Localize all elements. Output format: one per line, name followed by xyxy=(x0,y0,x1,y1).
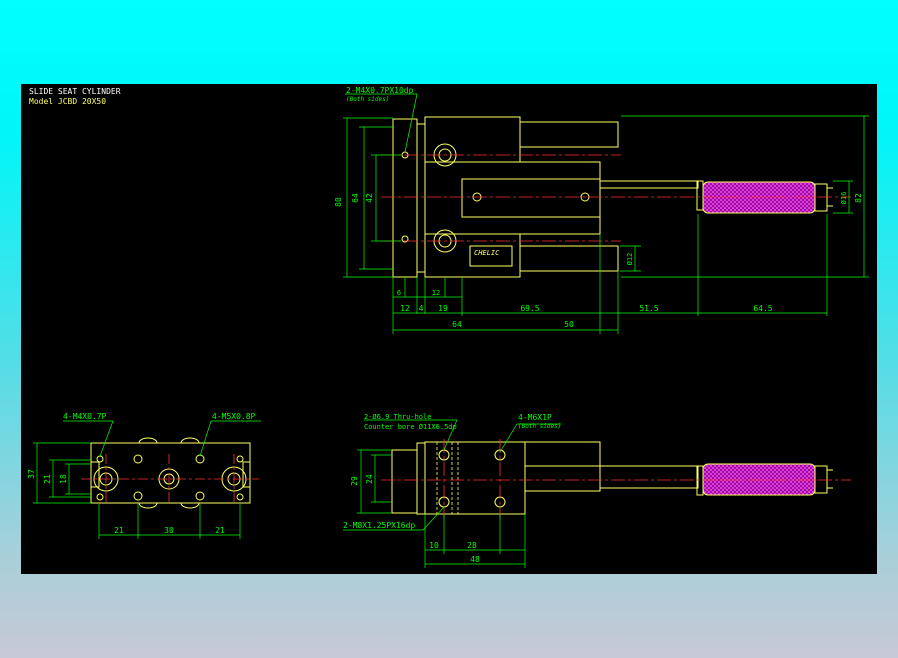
drawing-title: SLIDE SEAT CYLINDER xyxy=(29,87,121,96)
top-view-nut xyxy=(814,183,828,212)
dim-end-21b: 21 xyxy=(215,526,225,535)
top-view-lower-rod xyxy=(519,245,619,272)
end-view-callout-right: 4-M5X0.8P xyxy=(212,412,256,421)
dim-top-19: 19 xyxy=(438,304,448,313)
top-view-end-plate xyxy=(392,118,418,278)
dim-top-69-5: 69.5 xyxy=(520,304,539,313)
drawing-sheet: SLIDE SEAT CYLINDER Model JCBD 20X50 CHE… xyxy=(21,84,877,574)
side-view-centerlines xyxy=(381,439,851,519)
dim-top-12b: 12 xyxy=(432,289,440,297)
dim-top-12a: 12 xyxy=(400,304,410,313)
side-view-callout-thru: 2-Ø6.9 Thru-hole xyxy=(364,413,431,421)
dim-end-18: 18 xyxy=(59,474,68,484)
dim-top-64-total: 64 xyxy=(452,320,462,329)
top-view-rod-grip xyxy=(702,181,816,214)
top-view-callout-leader xyxy=(345,93,418,153)
side-view-callout-m8: 2-M8X1.25PX16dp xyxy=(343,521,415,530)
end-view xyxy=(90,437,251,509)
dim-side-28: 28 xyxy=(467,541,477,550)
dim-top-80: 80 xyxy=(334,197,343,207)
top-view-piston-rod xyxy=(599,180,699,189)
top-view-callout-note: (Both sides) xyxy=(346,96,389,103)
top-view-nameplate-text: CHELIC xyxy=(474,249,500,257)
side-view-dimension-lines xyxy=(343,419,561,568)
dim-side-48: 48 xyxy=(470,555,480,564)
dim-top-6: 6 xyxy=(397,289,401,297)
side-view-end-plate xyxy=(391,449,418,514)
side-view-callout-cbore: Counter bore Ø11X6.5dp xyxy=(364,423,457,431)
dim-side-10: 10 xyxy=(429,541,439,550)
dim-end-21a: 21 xyxy=(114,526,124,535)
side-view-piston-rod xyxy=(599,465,699,489)
dim-top-42: 42 xyxy=(365,193,374,203)
dim-end-30: 30 xyxy=(164,526,174,535)
dim-top-64-5: 64.5 xyxy=(753,304,772,313)
end-view-centerlines xyxy=(81,454,259,504)
dim-end-37: 37 xyxy=(27,469,36,479)
end-view-dimension-lines xyxy=(33,420,261,539)
dim-top-d16: Ø16 xyxy=(840,192,848,205)
side-view-rod-grip xyxy=(702,463,816,496)
cad-drawing: SLIDE SEAT CYLINDER Model JCBD 20X50 CHE… xyxy=(27,86,869,568)
side-view-hidden-lines xyxy=(436,442,459,514)
dim-side-24: 24 xyxy=(365,474,374,484)
dim-side-29: 29 xyxy=(350,476,359,486)
side-view-callout-m6: 4-M6X1P xyxy=(518,413,552,422)
dim-top-d12: Ø12 xyxy=(626,253,634,266)
top-view-body xyxy=(424,161,601,235)
side-view-callout-m6-note: (Both sides) xyxy=(518,423,561,430)
top-view-spacer xyxy=(416,123,426,273)
dim-top-51-5: 51.5 xyxy=(639,304,658,313)
top-view-nameplate xyxy=(469,245,513,267)
dim-top-50: 50 xyxy=(564,320,574,329)
top-view-dimension-lines xyxy=(343,115,869,334)
drawing-model: Model JCBD 20X50 xyxy=(29,97,106,106)
dim-top-82: 82 xyxy=(854,193,863,203)
end-view-plate xyxy=(90,442,251,504)
end-view-callout-left: 4-M4X0.7P xyxy=(63,412,107,421)
top-view-centerlines xyxy=(381,154,851,242)
dim-top-4: 4 xyxy=(419,304,424,313)
top-view-callout: 2-M4X0.7PX10dp xyxy=(346,86,414,95)
dim-top-64: 64 xyxy=(351,193,360,203)
side-view-nut xyxy=(814,465,828,494)
top-view-piston-window xyxy=(461,178,601,218)
top-view-upper-rod xyxy=(519,121,619,148)
dim-end-21: 21 xyxy=(43,474,52,484)
